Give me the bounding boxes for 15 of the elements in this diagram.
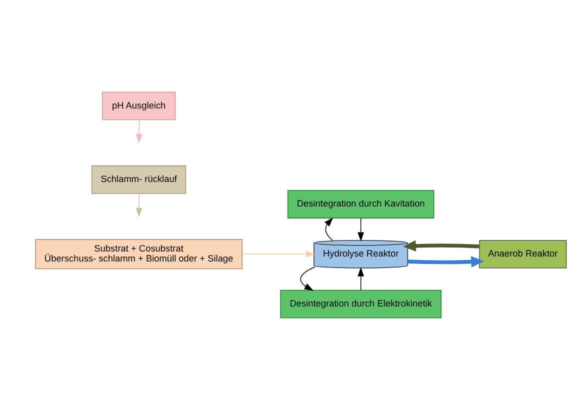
arrow bbox=[300, 266, 316, 291]
node-box: Desintegration durch Kavitation bbox=[287, 190, 434, 218]
arrow bbox=[403, 240, 480, 252]
arrow bbox=[324, 217, 334, 241]
arrow bbox=[358, 218, 364, 242]
arrow bbox=[408, 256, 484, 268]
node-box: Schlamm- rücklauf bbox=[92, 165, 186, 194]
arrow bbox=[136, 119, 142, 144]
node-box: Substrat + Cosubstrat Überschuss- schlamm + Biomüll oder + Silage bbox=[35, 239, 243, 270]
node-box: Desintegration durch Elektrokinetik bbox=[280, 290, 442, 318]
node-box: pH Ausgleich bbox=[102, 92, 176, 120]
arrow bbox=[136, 193, 142, 218]
node-box: Anaerob Reaktor bbox=[479, 240, 567, 268]
arrow bbox=[242, 250, 315, 258]
arrow bbox=[358, 267, 364, 291]
